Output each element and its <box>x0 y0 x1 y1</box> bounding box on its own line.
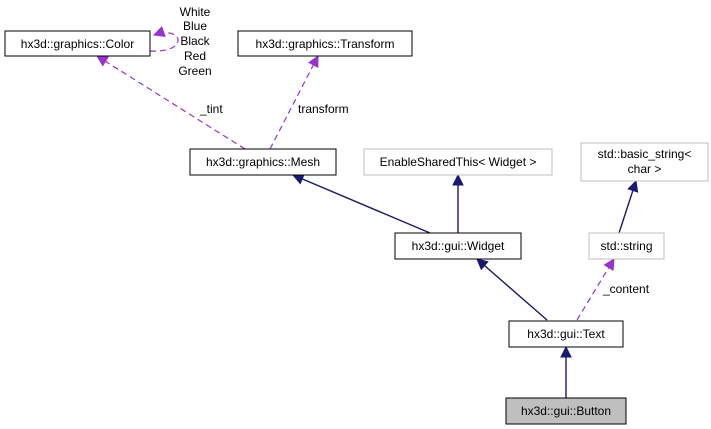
node-text-label: hx3d::gui::Text <box>527 327 605 341</box>
color-member-blue: Blue <box>183 19 207 33</box>
color-member-white: White <box>180 5 211 19</box>
transform-edge-label: transform <box>298 102 349 116</box>
node-widget-label: hx3d::gui::Widget <box>412 239 505 253</box>
content-edge <box>576 259 614 321</box>
node-basic-string-line2: char > <box>628 162 662 176</box>
node-mesh-label: hx3d::graphics::Mesh <box>206 155 320 169</box>
node-transform[interactable]: hx3d::graphics::Transform <box>237 30 413 57</box>
node-basic-string-line1: std::basic_string< <box>598 147 692 161</box>
node-text[interactable]: hx3d::gui::Text <box>508 320 624 348</box>
node-enable-shared-this[interactable]: EnableSharedThis< Widget > <box>363 148 553 176</box>
tint-edge-label: _tint <box>199 102 223 116</box>
node-transform-label: hx3d::graphics::Transform <box>256 37 395 51</box>
node-color-label: hx3d::graphics::Color <box>21 37 134 51</box>
tint-edge <box>97 56 246 150</box>
string-basicstring-edge <box>618 181 636 234</box>
content-edge-label: _content <box>602 282 650 296</box>
color-member-green: Green <box>178 64 211 78</box>
node-widget[interactable]: hx3d::gui::Widget <box>394 232 522 260</box>
node-basic-string[interactable]: std::basic_string< char > <box>580 142 709 182</box>
text-widget-edge <box>477 259 548 321</box>
color-members-edge <box>149 33 179 52</box>
node-button[interactable]: hx3d::gui::Button <box>505 397 627 425</box>
node-mesh[interactable]: hx3d::graphics::Mesh <box>189 148 337 176</box>
node-std-string[interactable]: std::string <box>588 232 665 260</box>
node-color[interactable]: hx3d::graphics::Color <box>4 30 151 57</box>
node-enable-shared-this-label: EnableSharedThis< Widget > <box>380 155 537 169</box>
widget-mesh-edge <box>293 175 431 234</box>
node-button-label: hx3d::gui::Button <box>521 404 611 418</box>
color-member-black: Black <box>180 34 210 48</box>
transform-edge <box>269 56 319 150</box>
node-std-string-label: std::string <box>600 239 652 253</box>
color-member-red: Red <box>184 49 206 63</box>
